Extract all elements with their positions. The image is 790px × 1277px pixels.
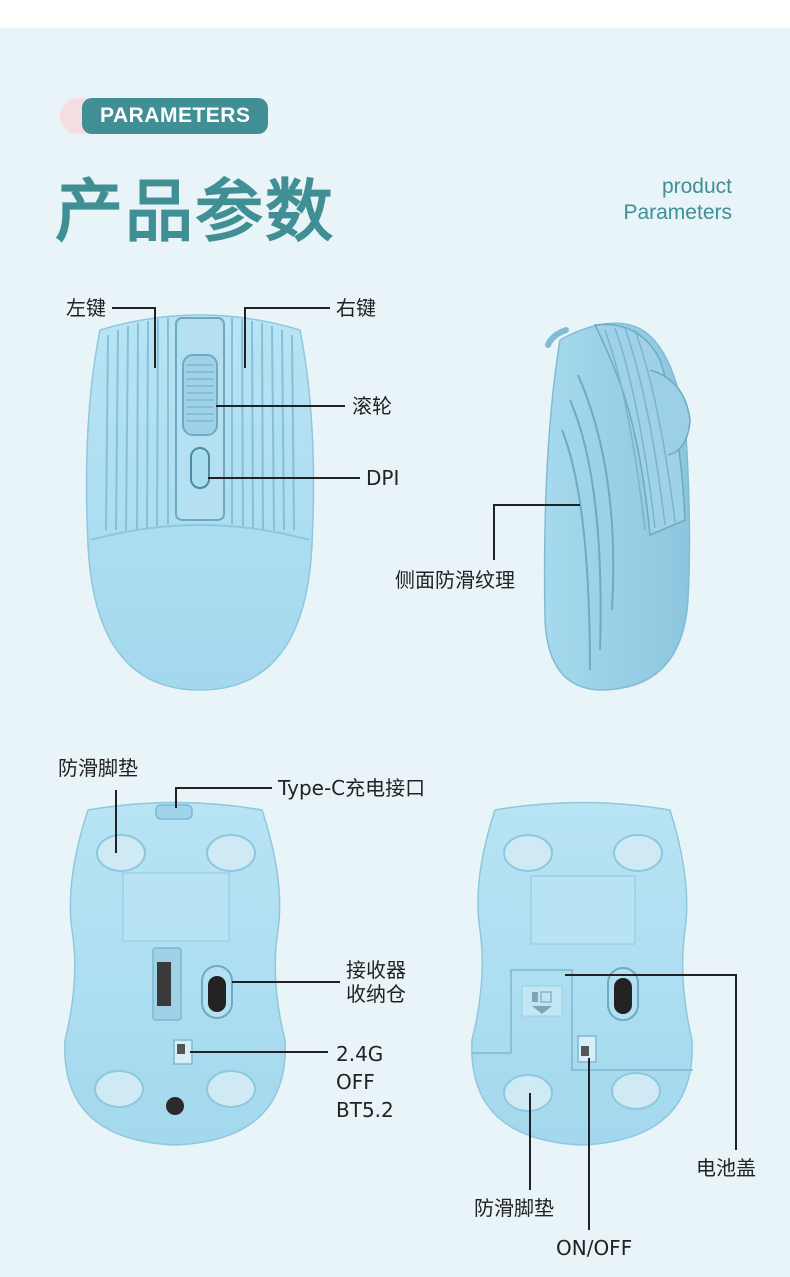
mouse-bottom-view-right	[471, 801, 693, 1146]
mode-switch-label: 2.4G OFF BT5.2	[336, 1040, 394, 1124]
receiver-storage-label: 接收器 收纳仓	[346, 958, 406, 1006]
mode-line-1: 2.4G	[336, 1042, 384, 1066]
top-view-leaders	[112, 307, 360, 479]
receiver-line-2: 收纳仓	[346, 982, 406, 1006]
side-top-ribs	[604, 327, 676, 531]
bottom-left-leaders	[115, 787, 340, 1053]
battery-cover-label: 电池盖	[696, 1156, 756, 1180]
bottom-right-leaders	[529, 974, 737, 1230]
mode-line-3: BT5.2	[336, 1098, 394, 1122]
mouse-bottom-view-left	[64, 801, 286, 1146]
receiver-line-1: 接收器	[346, 958, 406, 982]
left-button-ribs	[105, 318, 169, 531]
anti-slip-feet-label-top: 防滑脚垫	[58, 756, 138, 780]
right-button-label: 右键	[336, 296, 376, 320]
subtitle-line-2: Parameters	[623, 201, 732, 224]
page-title: 产品参数	[55, 173, 336, 252]
power-switch-label: ON/OFF	[556, 1236, 633, 1260]
mouse-top-view	[85, 314, 315, 691]
mouse-illustrations	[64, 307, 737, 1230]
mode-line-2: OFF	[336, 1070, 375, 1094]
scroll-wheel-label: 滚轮	[352, 394, 392, 418]
side-texture-leader	[493, 504, 580, 560]
anti-slip-feet-label-bottom: 防滑脚垫	[474, 1196, 554, 1220]
type-c-port-label: Type-C充电接口	[278, 776, 426, 800]
scroll-wheel-grip	[186, 364, 214, 422]
parameters-badge: PARAMETERS	[60, 98, 269, 134]
dpi-label: DPI	[366, 466, 400, 490]
side-texture-label: 侧面防滑纹理	[395, 568, 515, 592]
subtitle-line-1: product	[661, 175, 732, 198]
page-subtitle: product Parameters	[623, 174, 732, 226]
mouse-side-view	[543, 322, 691, 691]
left-button-label: 左键	[66, 296, 106, 320]
badge-label: PARAMETERS	[82, 98, 269, 134]
side-grip-grooves	[561, 374, 615, 671]
right-button-ribs	[231, 318, 295, 531]
